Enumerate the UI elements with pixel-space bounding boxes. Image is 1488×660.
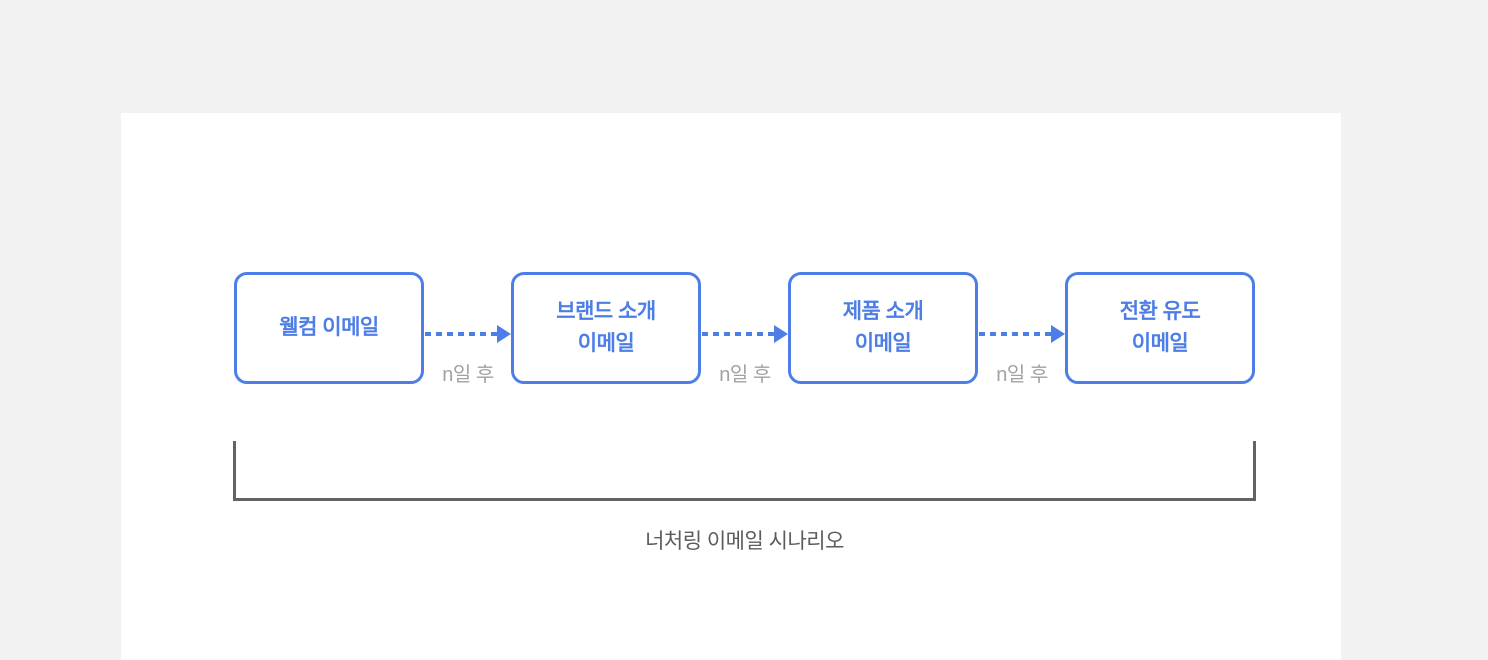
connector-arrow: [702, 325, 788, 343]
flow-node-label: 브랜드 소개 이메일: [556, 300, 656, 355]
scenario-bracket: [233, 441, 1256, 501]
connector-delay-label: n일 후: [719, 364, 771, 386]
flow-node-label: 제품 소개 이메일: [842, 300, 924, 355]
flow-node-welcome-email: 웰컴 이메일: [234, 272, 424, 384]
connector-arrow: [979, 325, 1065, 343]
flow-node-label: 전환 유도 이메일: [1119, 300, 1201, 355]
flow-node-conversion-email: 전환 유도 이메일: [1065, 272, 1255, 384]
arrowhead-icon: [774, 325, 788, 343]
content-card: 웰컴 이메일 브랜드 소개 이메일 제품 소개 이메일 전환 유도 이메일 n일…: [121, 113, 1341, 660]
flow-node-label: 웰컴 이메일: [279, 316, 379, 339]
arrowhead-icon: [1051, 325, 1065, 343]
scenario-caption: 너처링 이메일 시나리오: [645, 530, 844, 553]
arrowhead-icon: [497, 325, 511, 343]
dashed-line: [425, 332, 497, 336]
flow-node-product-intro-email: 제품 소개 이메일: [788, 272, 978, 384]
connector-arrow: [425, 325, 511, 343]
dashed-line: [979, 332, 1051, 336]
connector-delay-label: n일 후: [442, 364, 494, 386]
dashed-line: [702, 332, 774, 336]
connector-delay-label: n일 후: [996, 364, 1048, 386]
flow-node-brand-intro-email: 브랜드 소개 이메일: [511, 272, 701, 384]
